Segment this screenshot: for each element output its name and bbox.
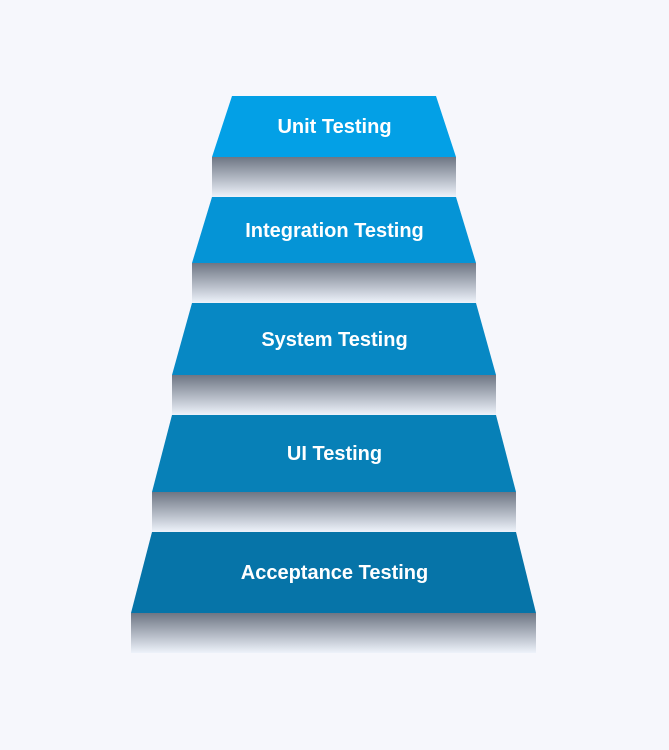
step-unit-testing-riser xyxy=(212,157,456,197)
step-label-system-testing: System Testing xyxy=(261,329,408,351)
step-acceptance-testing-riser xyxy=(131,613,536,653)
step-label-ui-testing: UI Testing xyxy=(286,443,383,465)
step-integration-testing-riser xyxy=(192,263,476,303)
step-label-integration-testing: Integration Testing xyxy=(245,220,424,242)
step-unit-testing-tread xyxy=(212,96,456,157)
step-ui-testing-riser xyxy=(152,492,516,532)
step-integration-testing-tread xyxy=(192,197,476,263)
step-acceptance-testing-tread xyxy=(131,532,536,613)
step-system-testing-tread xyxy=(172,303,496,375)
step-label-unit-testing: Unit Testing xyxy=(277,116,392,138)
step-ui-testing-tread xyxy=(152,415,516,492)
step-system-testing-riser xyxy=(172,375,496,415)
step-label-acceptance-testing: Acceptance Testing xyxy=(240,562,429,584)
